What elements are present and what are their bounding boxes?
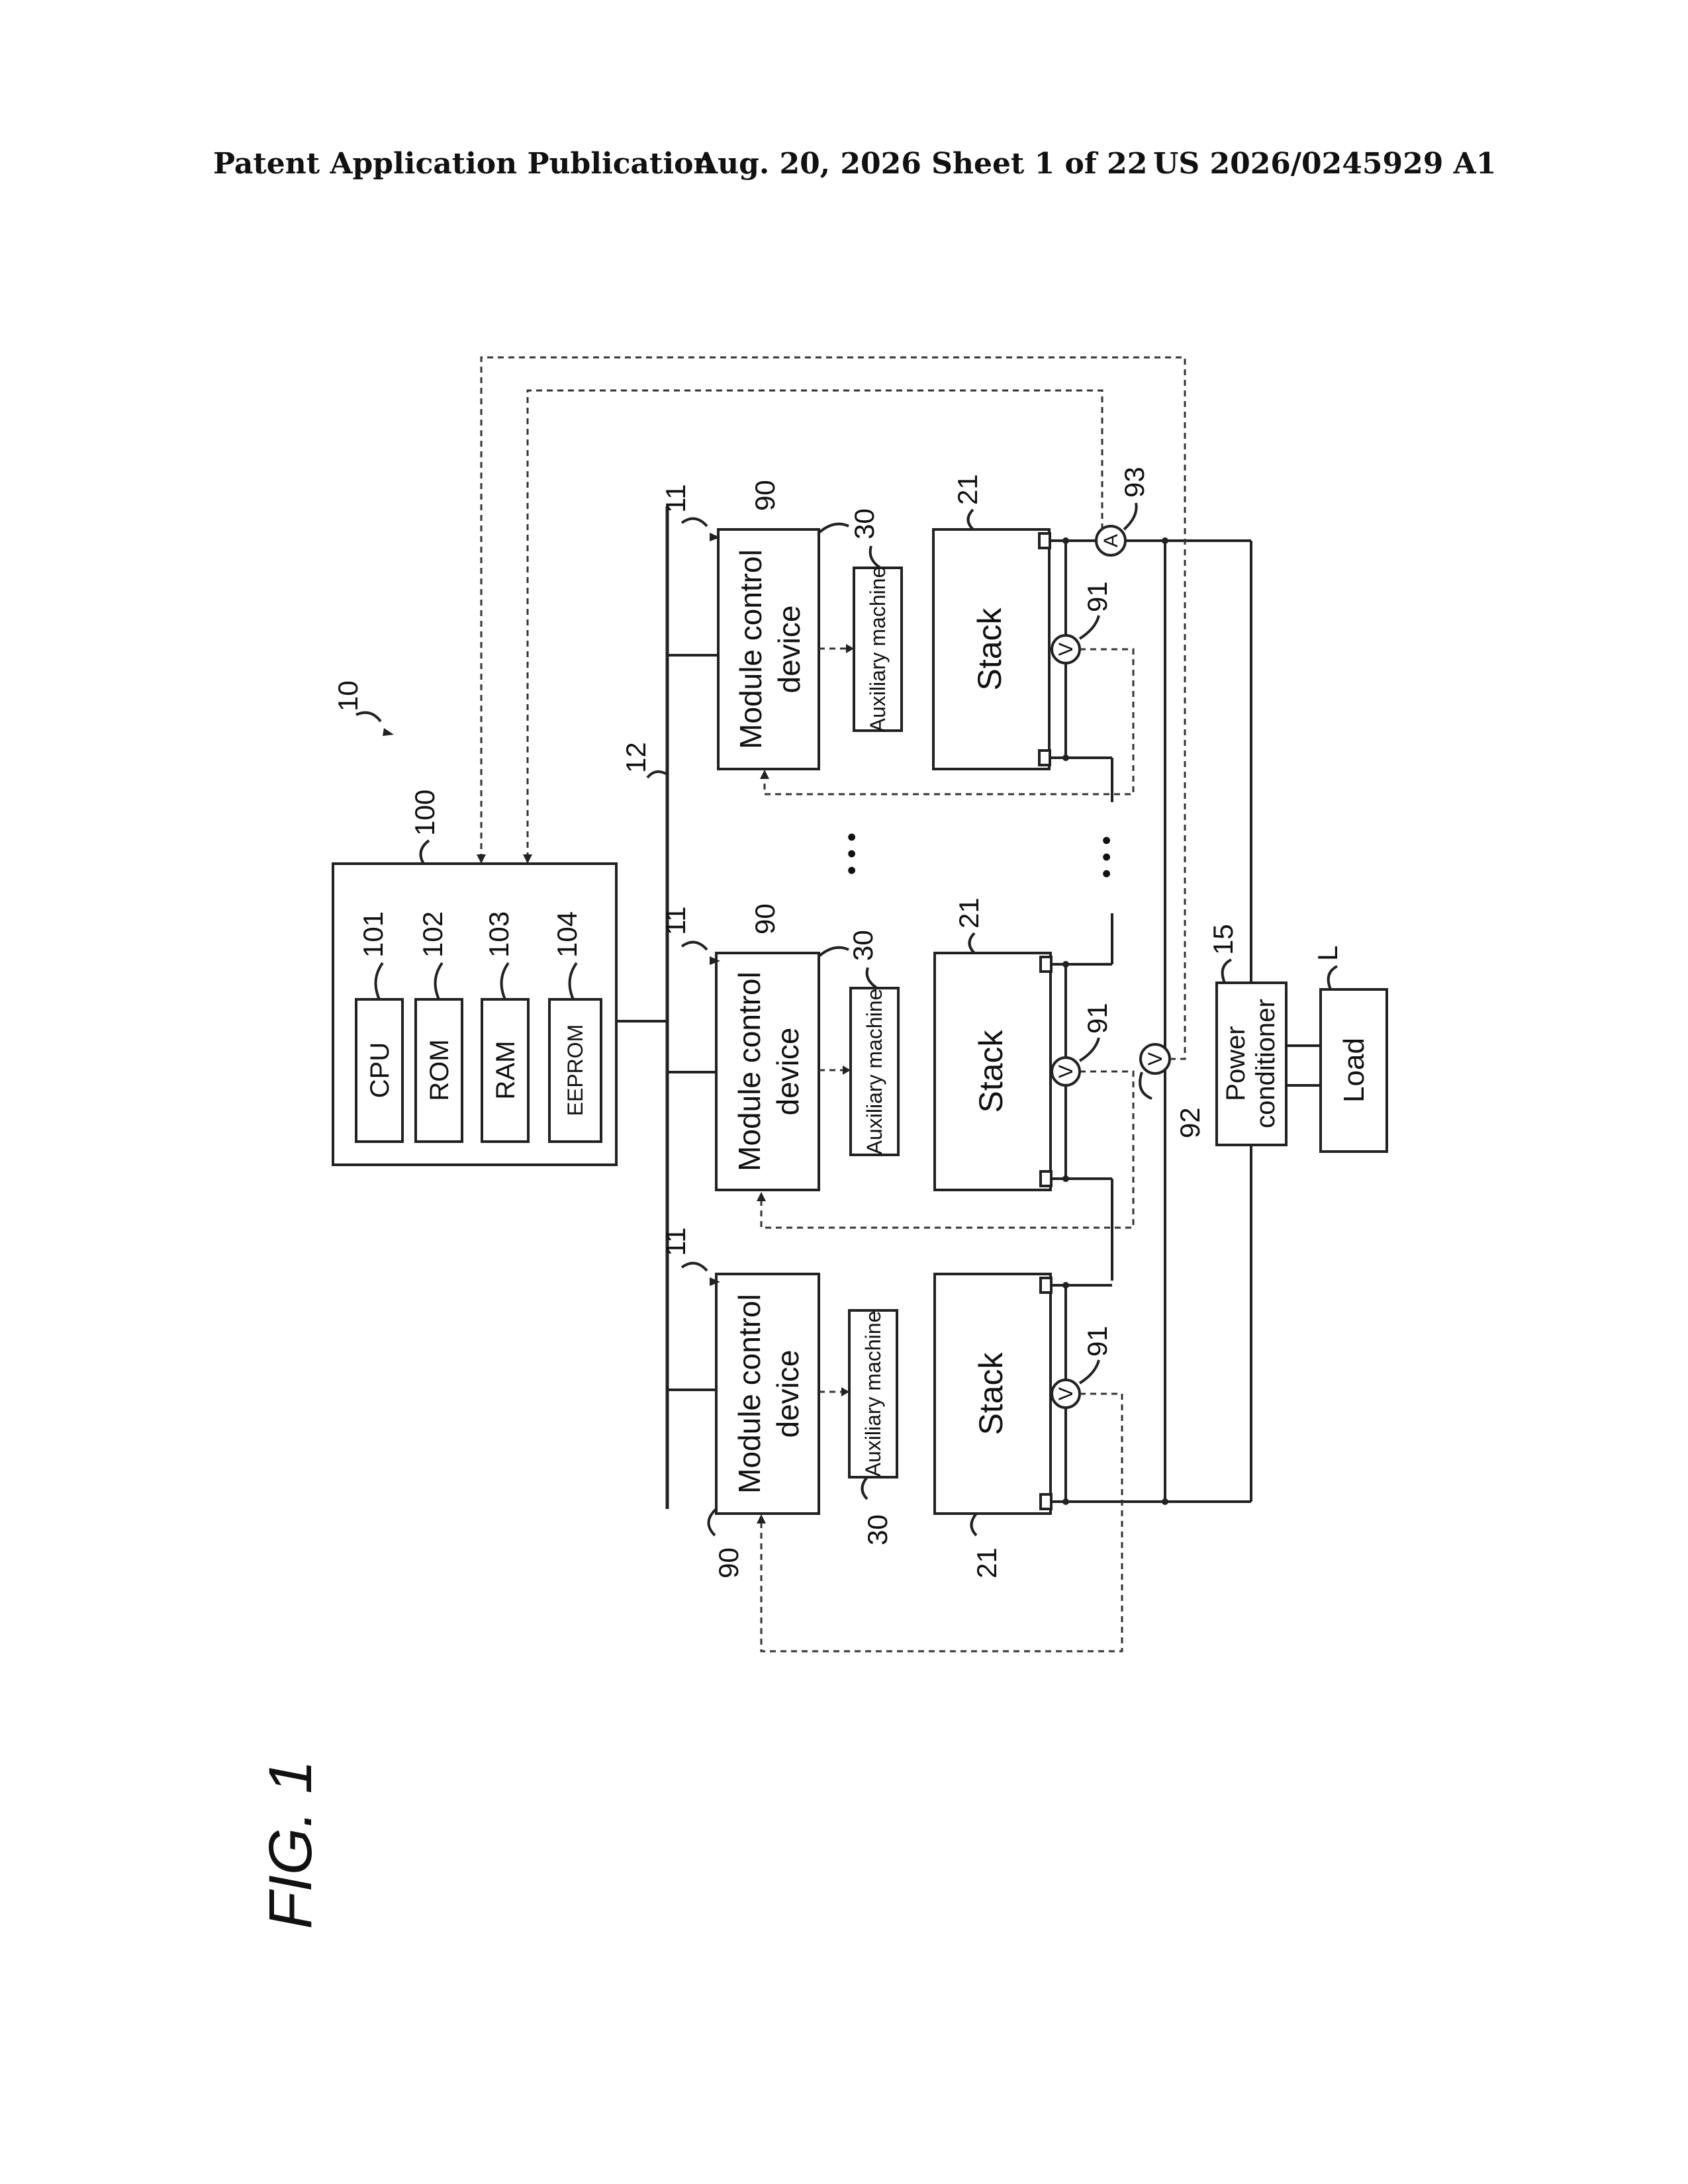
ref-l: L (1312, 946, 1343, 961)
ram-label: RAM (491, 1041, 520, 1100)
junction (1062, 537, 1069, 544)
leader-92 (1140, 1072, 1152, 1099)
arrow-head (757, 1514, 766, 1524)
ref-91: 91 (1082, 1326, 1113, 1357)
module-control-label-line1: Module control (732, 1294, 767, 1494)
leader-91 (1080, 1360, 1099, 1383)
terminal-pos (1041, 957, 1051, 972)
series-ellipsis: • • • (1092, 836, 1121, 878)
module-middle: Module control device Auxiliary machine … (660, 897, 1133, 1281)
leader-11 (682, 519, 707, 526)
ref-10: 10 (332, 680, 363, 711)
junction (1162, 1498, 1168, 1505)
ref-93: 93 (1119, 467, 1150, 498)
ref-90: 90 (749, 903, 780, 934)
voltmeter-symbol: V (1145, 1052, 1166, 1066)
junction (1062, 1282, 1069, 1289)
ref-101: 101 (357, 911, 389, 958)
junction (1062, 1498, 1069, 1505)
ref-15: 15 (1207, 924, 1239, 955)
arrow-head (477, 854, 486, 864)
eeprom-label: EEPROM (563, 1024, 587, 1116)
rom-label: ROM (425, 1039, 454, 1101)
figure-label: FIG. 1 (257, 1760, 324, 1929)
leader-30 (870, 546, 880, 568)
voltmeter-symbol: V (1055, 1065, 1077, 1078)
stack-label: Stack (971, 607, 1008, 690)
junction (1062, 1175, 1069, 1182)
ref-21: 21 (971, 1547, 1002, 1578)
ref-91: 91 (1082, 581, 1113, 612)
stack-label: Stack (972, 1351, 1009, 1435)
ref-91: 91 (1082, 1003, 1113, 1034)
arrow-10 (383, 728, 394, 736)
ref-90: 90 (713, 1547, 744, 1578)
leader-91 (1080, 1038, 1099, 1061)
auxiliary-machine-label: Auxiliary machine (863, 989, 886, 1155)
leader-11 (682, 1263, 707, 1271)
ref-102: 102 (417, 911, 448, 958)
leader-100 (421, 841, 430, 864)
terminal-neg (1039, 751, 1050, 765)
junction (1162, 537, 1168, 544)
module-right: Module control device Auxiliary machine … (660, 474, 1133, 802)
leader-15 (1223, 960, 1231, 983)
ref-21: 21 (953, 897, 984, 929)
power-conditioner-label-line2: conditioner (1251, 999, 1280, 1128)
leader-10 (356, 713, 381, 721)
auxiliary-machine-label: Auxiliary machine (866, 567, 890, 733)
module-control-label-line1: Module control (732, 972, 767, 1171)
ref-30: 30 (849, 508, 880, 539)
module-control-label-line2: device (771, 1028, 805, 1116)
arrow-head (760, 770, 769, 779)
module-ellipsis: • • • (837, 833, 867, 875)
module-control-label-line1: Module control (733, 549, 768, 749)
voltmeter-symbol: V (1055, 1387, 1077, 1400)
module-control-label-line2: device (771, 1350, 805, 1438)
arrow-head (523, 854, 532, 864)
ref-12: 12 (620, 742, 651, 773)
junction (1062, 961, 1069, 968)
ref-11: 11 (660, 906, 691, 935)
leader-90 (819, 524, 849, 533)
terminal-pos (1041, 1278, 1051, 1293)
ref-30: 30 (847, 930, 878, 961)
leader-30 (867, 968, 877, 988)
leader-11 (682, 942, 707, 950)
cpu-label: CPU (365, 1042, 395, 1098)
junction (1062, 754, 1069, 761)
ref-100: 100 (409, 790, 440, 836)
auxiliary-machine-label: Auxiliary machine (861, 1311, 885, 1477)
power-conditioner-label-line1: Power (1221, 1026, 1250, 1101)
ref-11: 11 (660, 484, 691, 513)
stack-label: Stack (972, 1029, 1009, 1113)
terminal-neg (1041, 1171, 1051, 1186)
arrow-head (757, 1192, 766, 1201)
ref-92: 92 (1174, 1107, 1205, 1138)
ref-103: 103 (483, 911, 514, 958)
voltmeter-symbol: V (1055, 643, 1077, 656)
ammeter-symbol: A (1100, 534, 1122, 547)
terminal-pos (1039, 533, 1050, 548)
module-control-label-line2: device (772, 606, 806, 694)
leader-l (1329, 966, 1337, 989)
ref-21: 21 (952, 474, 983, 505)
leader-21 (968, 510, 974, 529)
controller-100: CPU ROM RAM EEPROM 101 102 103 104 100 (333, 790, 616, 1165)
leader-21 (970, 933, 975, 953)
module-left: Module control device Auxiliary machine … (660, 1227, 1251, 1651)
leader-91 (1080, 615, 1099, 639)
leader-93 (1124, 503, 1137, 529)
ref-30: 30 (862, 1514, 893, 1545)
ref-104: 104 (551, 911, 583, 958)
terminal-neg (1041, 1494, 1051, 1509)
ref-90: 90 (749, 480, 780, 511)
leader-30 (863, 1477, 868, 1499)
ref-11: 11 (660, 1227, 691, 1256)
load-label: Load (1338, 1038, 1370, 1103)
leader-90 (819, 948, 849, 956)
leader-21 (972, 1514, 977, 1535)
